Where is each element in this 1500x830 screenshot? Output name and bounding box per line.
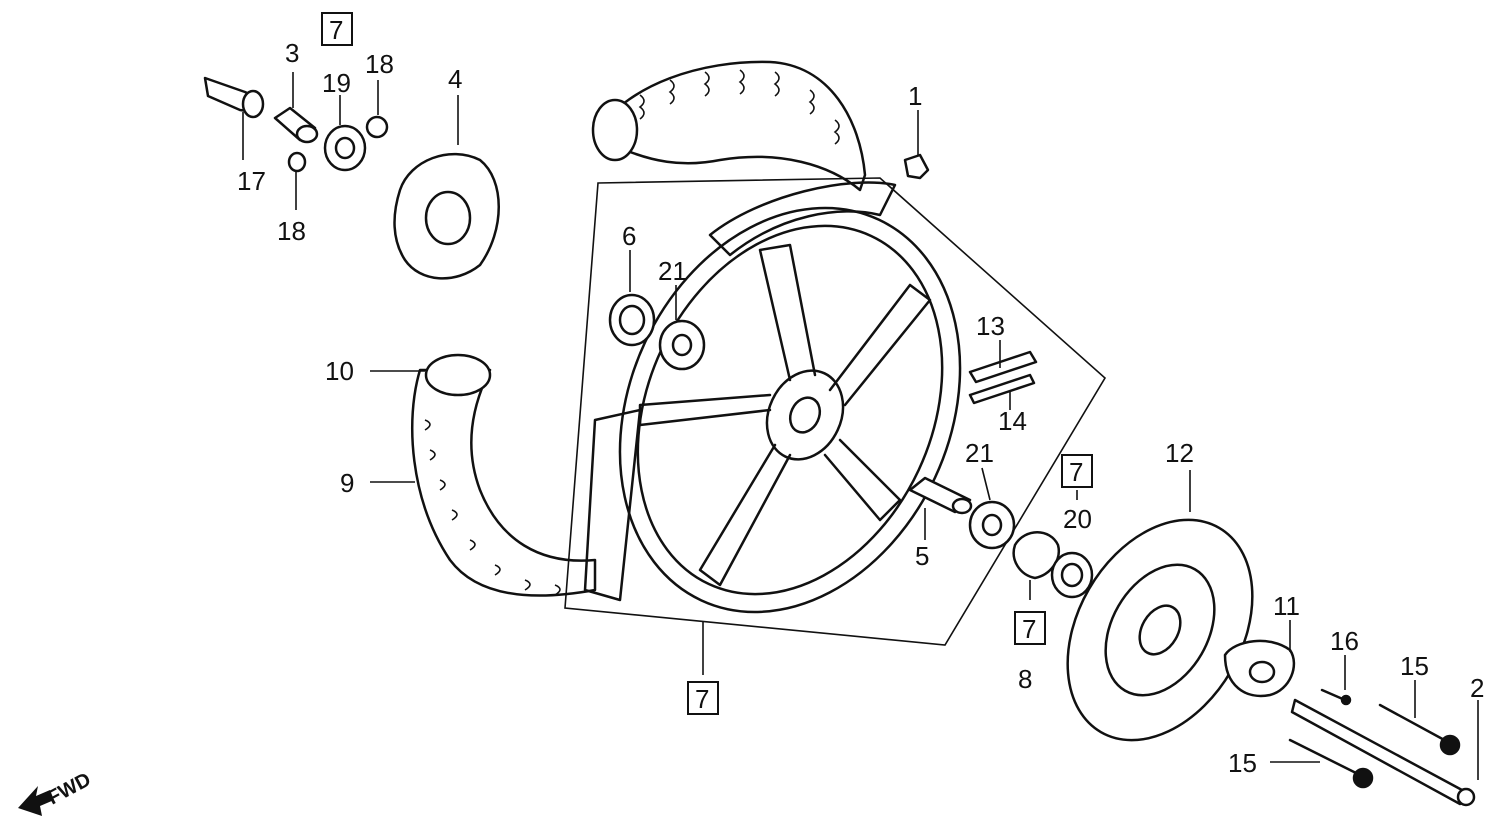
svg-text:7: 7 — [695, 684, 709, 714]
callout-18-top: 18 — [365, 49, 394, 79]
callout-17: 17 — [237, 166, 266, 196]
hub-collar-icon — [1223, 639, 1296, 698]
wheel-icon — [583, 181, 962, 614]
assembly-outline — [564, 177, 1107, 646]
svg-text:7: 7 — [1022, 614, 1036, 644]
callout-16: 16 — [1330, 626, 1359, 656]
callout-9: 9 — [340, 468, 354, 498]
callout-1: 1 — [908, 81, 922, 111]
callout-7-top: 7 — [321, 12, 353, 46]
callout-11: 11 — [1273, 591, 1300, 621]
callout-6: 6 — [622, 221, 636, 251]
leader-lines — [242, 72, 1479, 780]
callout-15-top: 15 — [1400, 651, 1429, 681]
callout-21-left: 21 — [658, 256, 687, 286]
callout-7-bottom: 7 — [687, 681, 719, 715]
callout-21-right: 21 — [965, 438, 994, 468]
tire-icon — [591, 60, 867, 192]
callout-10: 10 — [325, 356, 354, 386]
callout-4: 4 — [448, 64, 462, 94]
oring-icon — [287, 115, 389, 173]
valve-icon — [903, 153, 930, 180]
axle-nut-icon — [203, 76, 265, 119]
dust-seal-icon — [1050, 551, 1094, 599]
callout-5: 5 — [915, 541, 929, 571]
collar-icon — [273, 106, 319, 144]
callout-20: 20 — [1063, 504, 1092, 534]
right-bearing-icon — [968, 500, 1016, 550]
svg-text:7: 7 — [329, 15, 343, 45]
callout-8: 8 — [1018, 664, 1032, 694]
axle-icon — [1290, 698, 1476, 807]
svg-text:7: 7 — [1069, 457, 1083, 487]
callout-12: 12 — [1165, 438, 1194, 468]
callout-2: 2 — [1470, 673, 1484, 703]
callout-13: 13 — [976, 311, 1005, 341]
bearing-icon — [323, 124, 367, 172]
flange-icon — [393, 152, 500, 280]
fwd-label: FWD — [44, 769, 95, 810]
callout-15-bottom: 15 — [1228, 748, 1257, 778]
callout-7-right: 7 — [1061, 454, 1093, 488]
lower-tire-icon — [410, 353, 597, 597]
emblem-icon — [968, 350, 1038, 405]
wheel-bearing-icon — [658, 319, 706, 371]
seal-icon — [608, 293, 656, 347]
bolt-icon — [1320, 688, 1352, 706]
long-bolt-icon — [1288, 703, 1461, 789]
callout-19: 19 — [322, 68, 351, 98]
callout-7-lower: 7 — [1014, 611, 1046, 645]
spacer-icon — [908, 476, 973, 515]
callout-18-bottom: 18 — [277, 216, 306, 246]
callout-14: 14 — [998, 406, 1027, 436]
callout-3: 3 — [285, 38, 299, 68]
forward-arrow-icon: FWD — [18, 769, 95, 816]
